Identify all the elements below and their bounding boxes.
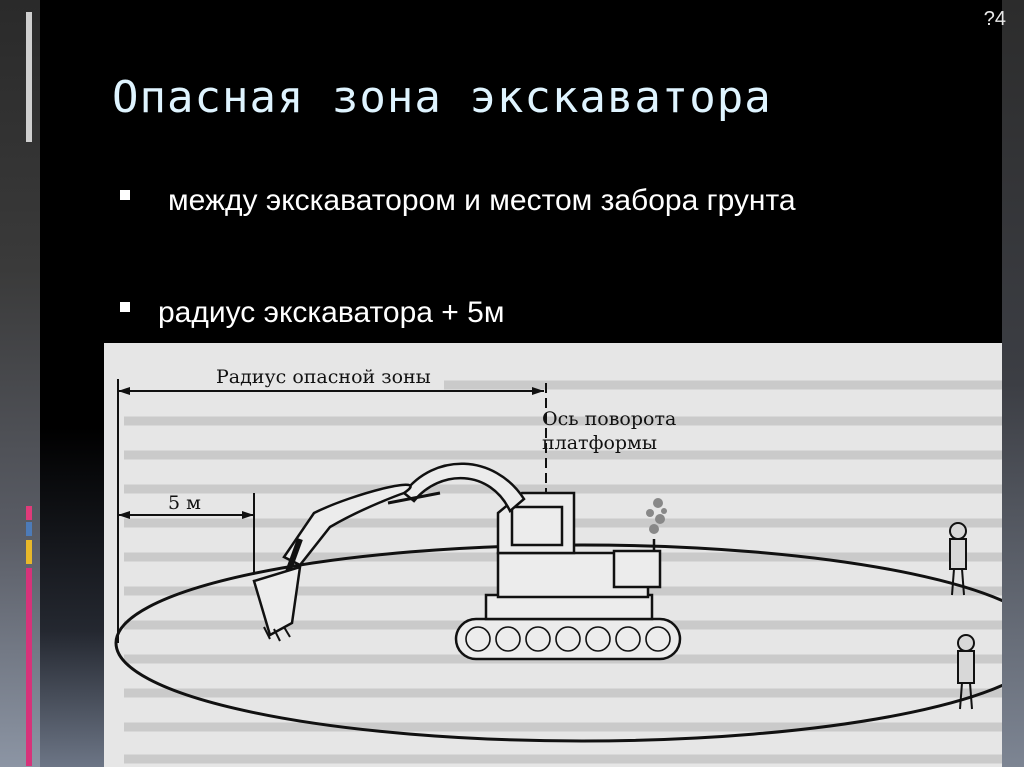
distance-label: 5 м <box>168 492 201 514</box>
decor-mark <box>26 12 32 142</box>
bullet-marker-icon <box>120 302 130 312</box>
bullet-text: между экскаватором и местом забора грунт… <box>168 184 796 217</box>
slide-title: Опасная зона экскаватора <box>112 72 772 123</box>
rotation-axis-label: платформы <box>542 432 657 454</box>
rotation-axis-label: Ось поворота <box>542 408 676 430</box>
right-decor-strip <box>1002 0 1024 767</box>
left-decor-strip <box>0 0 40 767</box>
exhaust-smoke <box>646 498 667 534</box>
radius-dimension-line <box>117 379 544 643</box>
danger-zone-ellipse <box>114 543 1002 743</box>
excavator-illustration <box>252 462 682 661</box>
bullet-item: радиус экскаватора + 5м <box>120 290 880 336</box>
decor-mark <box>26 522 32 536</box>
five-meter-dimension <box>118 493 255 573</box>
danger-radius-label: Радиус опасной зоны <box>216 366 431 388</box>
decor-mark <box>26 540 32 564</box>
page-number: ?4 <box>983 8 1006 30</box>
decor-mark <box>26 568 32 766</box>
bullet-marker-icon <box>120 190 130 200</box>
bullet-text: радиус экскаватора + 5м <box>158 296 505 329</box>
decor-mark <box>26 506 32 520</box>
worker-figure <box>957 634 975 710</box>
worker-figure <box>949 522 967 596</box>
danger-zone-diagram: Радиус опасной зоны Ось поворота платфор… <box>104 343 1002 767</box>
bullet-item: между экскаватором и местом забора грунт… <box>120 178 880 224</box>
